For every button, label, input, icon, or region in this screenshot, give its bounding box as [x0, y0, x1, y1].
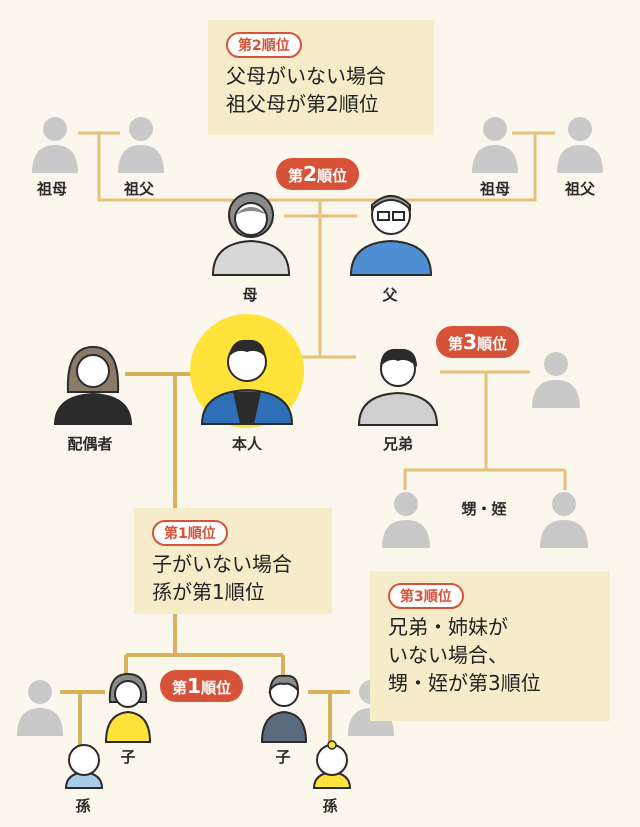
- grandmother-label: 祖母: [36, 180, 68, 198]
- self-label: 本人: [231, 435, 263, 453]
- person-silhouette-icon: [17, 680, 63, 736]
- grandchild-label: 孫: [322, 797, 338, 815]
- spouse-avatar: [54, 345, 132, 425]
- grandmother-label: 祖母: [479, 180, 511, 198]
- note-rank-1: 第1順位 子がいない場合 孫が第1順位: [134, 508, 332, 614]
- mother-label: 母: [242, 286, 258, 304]
- spouse-label: 配偶者: [67, 435, 113, 453]
- grandfather-label: 祖父: [564, 180, 596, 198]
- rank-1-badge: 第1順位: [160, 670, 244, 702]
- child-avatar: [260, 674, 308, 743]
- mother-avatar: [211, 192, 291, 276]
- rank-2-badge: 第2順位: [276, 158, 360, 190]
- father-label: 父: [382, 286, 398, 304]
- nephew-niece-label: 甥・姪: [461, 500, 507, 518]
- person-silhouette-icon: [382, 492, 430, 548]
- person-silhouette-icon: [532, 352, 580, 408]
- grandchild-avatar: [64, 744, 104, 789]
- person-silhouette-icon: [472, 117, 518, 173]
- child-label: 子: [275, 748, 291, 766]
- person-silhouette-icon: [540, 492, 588, 548]
- note-tag: 第3順位: [388, 583, 464, 609]
- sibling-label: 兄弟: [382, 435, 414, 453]
- person-silhouette-icon: [118, 117, 164, 173]
- self-avatar: [190, 314, 304, 428]
- father-avatar: [349, 195, 433, 276]
- note-tag: 第1順位: [152, 520, 228, 546]
- grandfather-label: 祖父: [123, 180, 155, 198]
- sibling-avatar: [357, 348, 439, 426]
- note-rank-2: 第2順位 父母がいない場合 祖父母が第2順位: [208, 20, 434, 135]
- rank-3-badge: 第3順位: [436, 326, 520, 358]
- grandchild-label: 孫: [75, 797, 91, 815]
- grandchild-avatar: [312, 740, 352, 789]
- person-silhouette-icon: [557, 117, 603, 173]
- note-rank-3: 第3順位 兄弟・姉妹が いない場合、 甥・姪が第3順位: [370, 571, 610, 721]
- note-text: 子がいない場合 孫が第1順位: [152, 552, 292, 604]
- note-text: 兄弟・姉妹が いない場合、 甥・姪が第3順位: [388, 615, 541, 695]
- child-avatar: [104, 672, 152, 743]
- note-text: 父母がいない場合 祖父母が第2順位: [226, 64, 386, 116]
- child-label: 子: [120, 748, 136, 766]
- person-silhouette-icon: [32, 117, 78, 173]
- note-tag: 第2順位: [226, 32, 302, 58]
